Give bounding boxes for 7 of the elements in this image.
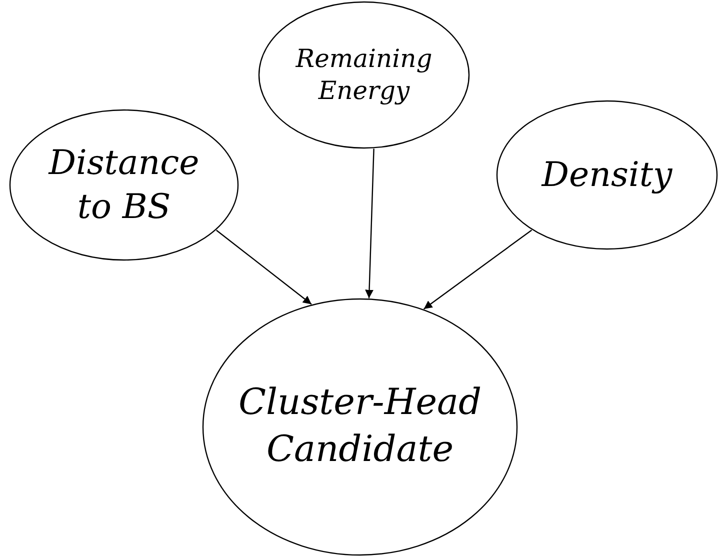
arrow <box>216 230 312 305</box>
node-label: Density <box>540 154 674 197</box>
arrow <box>365 148 374 298</box>
node-label: Remaining Energy <box>294 42 434 107</box>
arrow <box>423 230 532 310</box>
node-label: Distance to BS <box>47 142 200 229</box>
node-label: Cluster-Head Candidate <box>237 381 483 472</box>
